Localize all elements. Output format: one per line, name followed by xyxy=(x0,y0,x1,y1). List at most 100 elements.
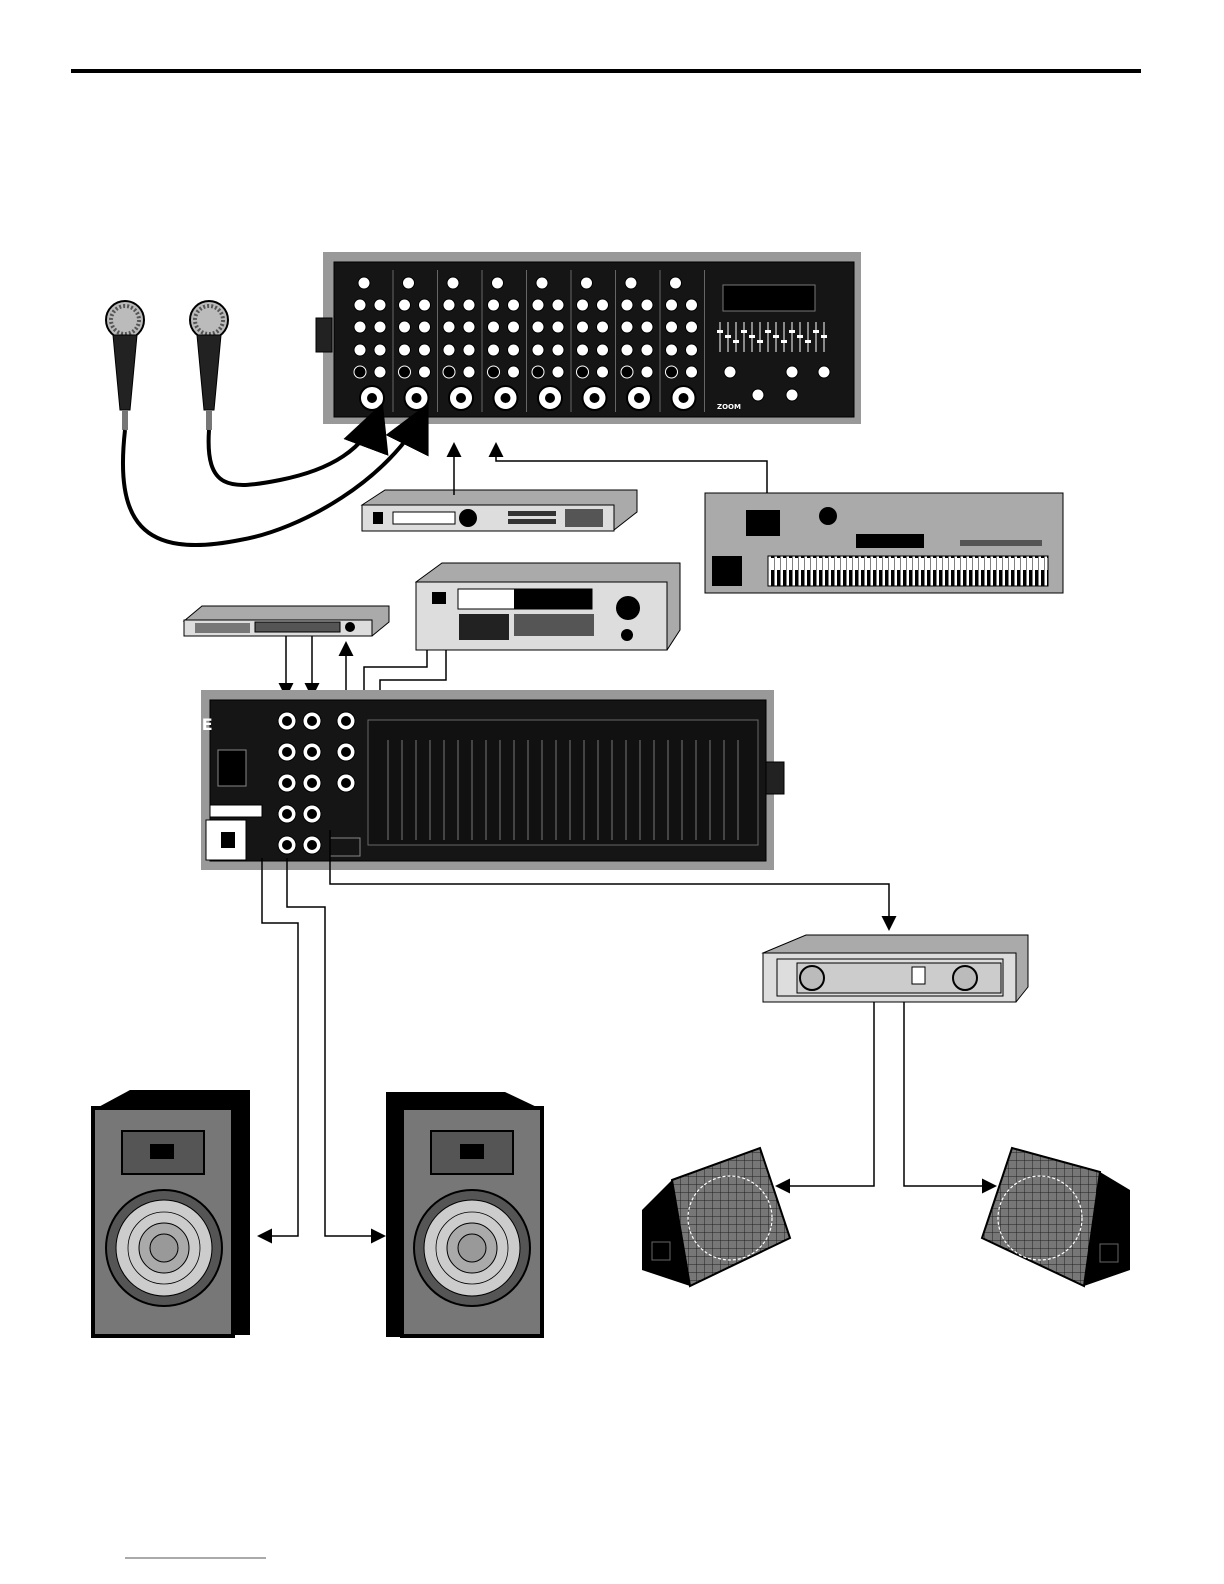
gain-knob-icon xyxy=(536,277,548,289)
eq-knob-icon xyxy=(374,321,386,333)
eq-knob-icon xyxy=(354,299,366,311)
eq-knob-icon xyxy=(419,299,431,311)
top-rule xyxy=(71,69,1141,73)
eq-knob-icon xyxy=(443,299,455,311)
eq-knob-icon xyxy=(577,344,589,356)
xlr-pins-icon xyxy=(501,393,511,403)
eq-knob-icon xyxy=(508,299,520,311)
rear-to-main-left xyxy=(260,858,298,1236)
line-jack-icon xyxy=(621,366,633,378)
master-knob-icon xyxy=(786,366,798,378)
rear-to-main-right xyxy=(287,858,383,1236)
eq-knob-icon xyxy=(641,299,653,311)
level-knob-icon xyxy=(552,366,564,378)
eq-knob-icon xyxy=(597,344,609,356)
eq-fader-cap xyxy=(781,340,787,343)
eq-fader-cap xyxy=(757,340,763,343)
amp-to-monitor-right xyxy=(904,1002,994,1186)
floor-monitor-right xyxy=(982,1148,1130,1286)
eq-knob-icon xyxy=(443,321,455,333)
eq-fader-cap xyxy=(805,340,811,343)
eq-fader-cap xyxy=(749,335,755,338)
master-knob-icon xyxy=(752,389,764,401)
eq-knob-icon xyxy=(419,344,431,356)
eq-knob-icon xyxy=(354,321,366,333)
eq-knob-icon xyxy=(443,344,455,356)
eq-knob-icon xyxy=(686,299,698,311)
mixer-rear-panel xyxy=(201,690,784,870)
eq-knob-icon xyxy=(399,344,411,356)
rear-jack-socket xyxy=(282,747,292,757)
line-jack-icon xyxy=(577,366,589,378)
gain-knob-icon xyxy=(358,277,370,289)
keyboard-synth xyxy=(705,493,1063,593)
eq-knob-icon xyxy=(552,299,564,311)
effects-rack-1u xyxy=(362,490,637,531)
eq-knob-icon xyxy=(488,299,500,311)
eq-fader-cap xyxy=(765,330,771,333)
rear-jack-socket xyxy=(307,747,317,757)
eq-knob-icon xyxy=(488,344,500,356)
eq-knob-icon xyxy=(508,321,520,333)
eq-fader-cap xyxy=(773,335,779,338)
xlr-pins-icon xyxy=(679,393,689,403)
master-knob-icon xyxy=(818,366,830,378)
xlr-pins-icon xyxy=(545,393,555,403)
main-speaker-right xyxy=(386,1092,543,1337)
eq-knob-icon xyxy=(463,344,475,356)
eq-fader-cap xyxy=(725,335,731,338)
gain-knob-icon xyxy=(670,277,682,289)
eq-knob-icon xyxy=(577,299,589,311)
master-knob-icon xyxy=(724,366,736,378)
rear-jack-socket xyxy=(307,840,317,850)
level-knob-icon xyxy=(641,366,653,378)
gain-knob-icon xyxy=(447,277,459,289)
eq-fader-cap xyxy=(821,335,827,338)
eq-fader-cap xyxy=(717,330,723,333)
processor-rack-1u xyxy=(184,606,389,636)
eq-knob-icon xyxy=(463,299,475,311)
xlr-pins-icon xyxy=(412,393,422,403)
level-knob-icon xyxy=(508,366,520,378)
gain-knob-icon xyxy=(581,277,593,289)
rear-jack-socket xyxy=(341,716,351,726)
eq-knob-icon xyxy=(621,299,633,311)
rear-jack-socket xyxy=(282,840,292,850)
level-knob-icon xyxy=(686,366,698,378)
eq-knob-icon xyxy=(532,344,544,356)
brand-logo: ZOOM xyxy=(717,403,741,411)
eq-fader-cap xyxy=(733,340,739,343)
line-jack-icon xyxy=(443,366,455,378)
eq-knob-icon xyxy=(666,344,678,356)
rear-jack-socket xyxy=(282,716,292,726)
eq-knob-icon xyxy=(488,321,500,333)
eq-knob-icon xyxy=(641,321,653,333)
synth-to-mixer xyxy=(496,445,767,493)
rear-jack-socket xyxy=(341,778,351,788)
power-amplifier xyxy=(763,935,1028,1002)
eq-knob-icon xyxy=(552,344,564,356)
main-speaker-left xyxy=(93,1090,250,1336)
eq-knob-icon xyxy=(532,299,544,311)
eq-fader-cap xyxy=(789,330,795,333)
line-jack-icon xyxy=(399,366,411,378)
rear-jack-socket xyxy=(307,809,317,819)
floor-monitor-left xyxy=(642,1148,790,1286)
xlr-pins-icon xyxy=(634,393,644,403)
eq-knob-icon xyxy=(374,344,386,356)
line-jack-icon xyxy=(354,366,366,378)
eq-knob-icon xyxy=(686,321,698,333)
eq-knob-icon xyxy=(577,321,589,333)
rear-jack-socket xyxy=(282,778,292,788)
eq-knob-icon xyxy=(621,344,633,356)
eq-knob-icon xyxy=(399,321,411,333)
eq-knob-icon xyxy=(463,321,475,333)
eq-knob-icon xyxy=(532,321,544,333)
eq-fader-cap xyxy=(741,330,747,333)
sound-module xyxy=(416,563,680,650)
level-knob-icon xyxy=(419,366,431,378)
microphone-2 xyxy=(190,301,228,430)
eq-knob-icon xyxy=(354,344,366,356)
mixer-front-panel xyxy=(316,252,861,424)
